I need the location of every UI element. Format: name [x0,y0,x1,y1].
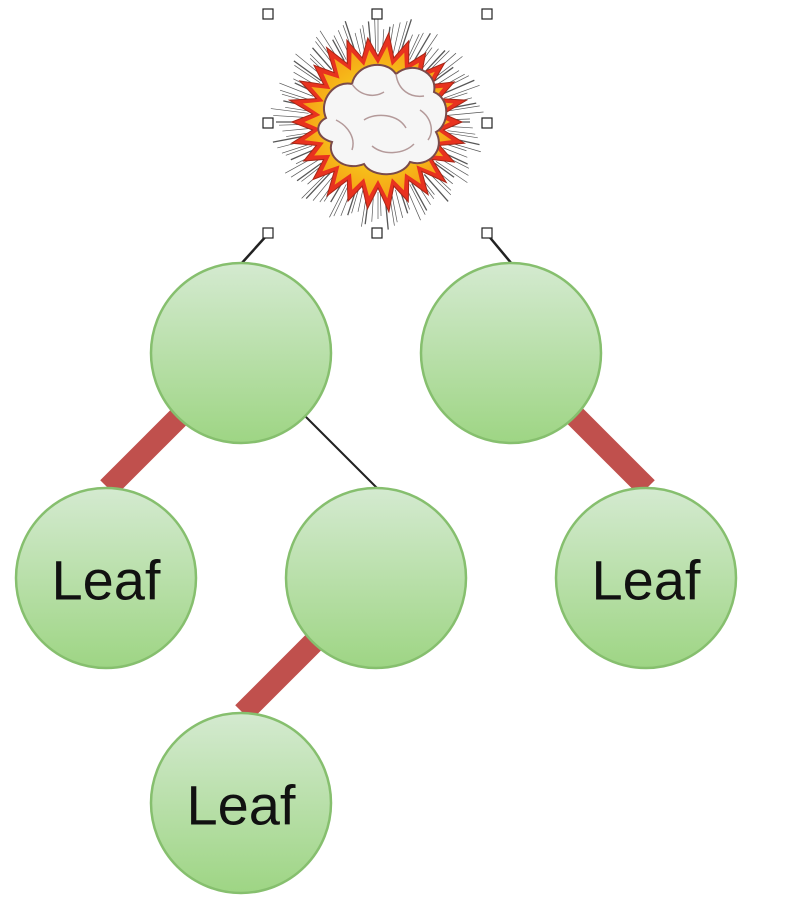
node-circle [284,486,468,670]
edges [100,233,655,721]
resize-handle-left[interactable] [262,117,274,129]
resize-handle-top[interactable] [371,8,383,20]
edge-burst-root-right [486,233,513,265]
resize-handle-bottom-right[interactable] [481,227,493,239]
edge-mid-leaf-b [235,633,323,721]
edge-burst-root-left [240,233,269,265]
tree-node[interactable] [419,261,603,445]
smoke-cloud-icon [317,64,448,176]
node-circle [149,261,333,445]
resize-handle-right[interactable] [481,117,493,129]
tree-node[interactable] [284,486,468,670]
selection-handles [262,8,493,239]
node-circle [149,711,333,895]
resize-handle-top-right[interactable] [481,8,493,20]
tree-node[interactable]: Leaf [14,486,198,670]
node-label: Leaf [52,549,161,612]
node-circle [554,486,738,670]
resize-handle-bottom-left[interactable] [262,227,274,239]
node-circle [419,261,603,445]
node-circle [14,486,198,670]
node-label: Leaf [592,549,701,612]
node-label: Leaf [187,774,296,837]
tree-node[interactable]: Leaf [554,486,738,670]
edge-root-left-leaf-a [100,408,188,496]
edge-root-left-mid [304,415,378,489]
tree-node[interactable]: Leaf [149,711,333,895]
resize-handle-bottom[interactable] [371,227,383,239]
tree-node[interactable] [149,261,333,445]
explosion-burst-image[interactable] [270,15,484,230]
edge-root-right-leaf-c [567,408,655,496]
resize-handle-top-left[interactable] [262,8,274,20]
